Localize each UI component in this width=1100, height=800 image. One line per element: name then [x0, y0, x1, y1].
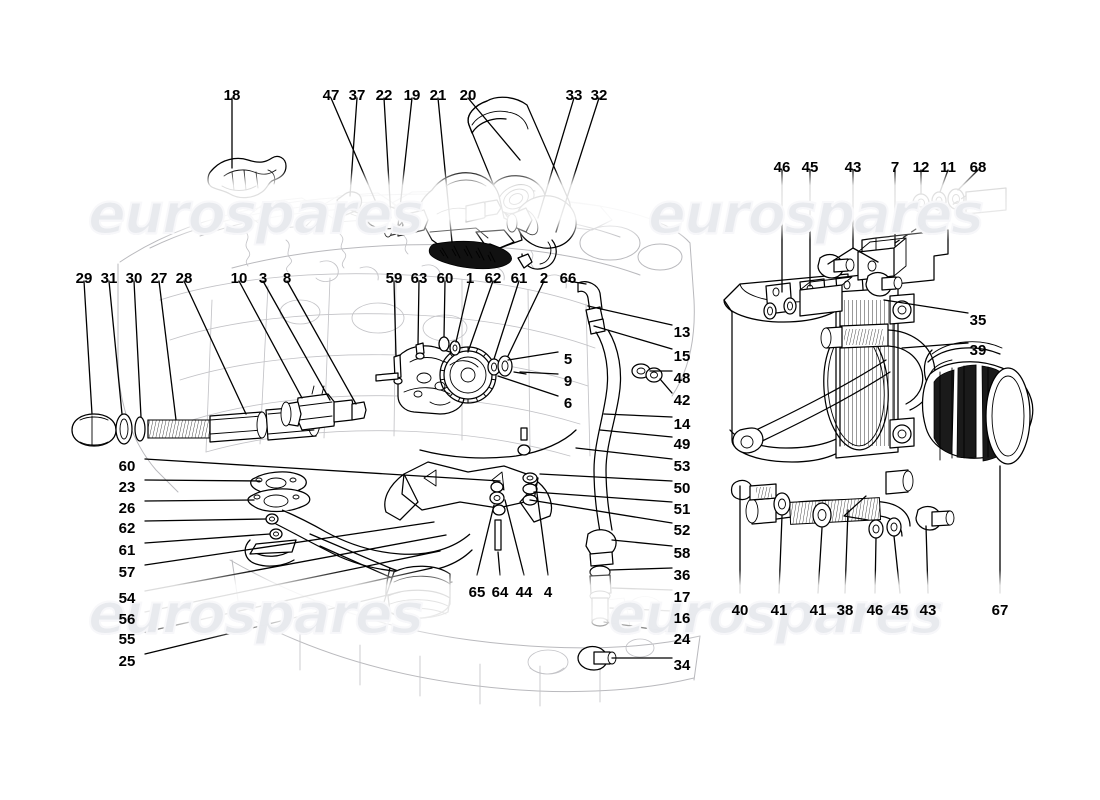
callout-number: 25 [118, 653, 136, 670]
oil-pump-assembly [375, 336, 527, 415]
callout-number: 49 [673, 436, 691, 453]
callout-number: 18 [223, 87, 241, 104]
callout-number: 9 [563, 373, 573, 390]
part-34-sensor [577, 645, 617, 671]
callout-number: 38 [836, 602, 854, 619]
callout-number: 19 [403, 87, 421, 104]
callout-number: 23 [118, 479, 136, 496]
callout-number: 46 [773, 159, 791, 176]
callout-number: 31 [100, 270, 118, 287]
callout-number: 15 [673, 348, 691, 365]
callout-number: 34 [673, 657, 691, 674]
callout-number: 66 [559, 270, 577, 287]
callout-number: 42 [673, 392, 691, 409]
callout-number: 17 [673, 589, 691, 606]
callout-number: 27 [150, 270, 168, 287]
callout-number: 16 [673, 610, 691, 627]
callout-number: 2 [539, 270, 549, 287]
callout-number: 43 [844, 159, 862, 176]
callout-number: 57 [118, 564, 136, 581]
callout-number: 11 [940, 159, 956, 176]
bracket-assembly [799, 229, 949, 317]
filter-housing-assembly [336, 172, 523, 270]
callout-number: 58 [673, 545, 691, 562]
callout-number: 6 [563, 395, 573, 412]
callout-number: 7 [890, 159, 900, 176]
callout-number: 36 [673, 567, 691, 584]
callout-number: 54 [118, 590, 136, 607]
callout-number: 61 [118, 542, 136, 559]
callout-number: 52 [673, 522, 691, 539]
callout-number: 68 [969, 159, 987, 176]
callout-number: 37 [348, 87, 366, 104]
callout-number: 14 [673, 416, 691, 433]
callout-number: 56 [118, 611, 136, 628]
callout-number: 64 [491, 584, 509, 601]
part-67-flexible-duct [921, 341, 1034, 465]
callout-number: 60 [436, 270, 454, 287]
callout-number: 63 [410, 270, 428, 287]
part-18-sender [207, 155, 287, 199]
callout-number: 62 [484, 270, 502, 287]
callout-number: 61 [510, 270, 528, 287]
callout-number: 1 [465, 270, 475, 287]
callout-number: 44 [515, 584, 533, 601]
callout-number: 55 [118, 631, 136, 648]
callout-number: 51 [673, 501, 691, 518]
callout-number: 40 [731, 602, 749, 619]
callout-number: 45 [891, 602, 909, 619]
callout-number: 50 [673, 480, 691, 497]
callout-number: 29 [75, 270, 93, 287]
callout-number: 32 [590, 87, 608, 104]
callout-number: 21 [429, 87, 447, 104]
callout-number: 30 [125, 270, 143, 287]
cooler-hoses [730, 323, 955, 539]
callout-number: 53 [673, 458, 691, 475]
callout-number: 13 [673, 324, 691, 341]
callout-number: 43 [919, 602, 937, 619]
callout-number: 28 [175, 270, 193, 287]
callout-number: 33 [565, 87, 583, 104]
ghost-engine-block [117, 190, 701, 707]
callout-number: 24 [673, 631, 691, 648]
callout-number: 20 [459, 87, 477, 104]
callout-number: 60 [118, 458, 136, 475]
pressure-relief-valve [280, 385, 367, 431]
callout-number: 46 [866, 602, 884, 619]
callout-number: 3 [258, 270, 268, 287]
callout-number: 47 [322, 87, 340, 104]
callout-number: 26 [118, 500, 136, 517]
callout-number: 39 [969, 342, 987, 359]
callout-number: 4 [543, 584, 553, 601]
callout-number: 59 [385, 270, 403, 287]
callout-number: 65 [468, 584, 486, 601]
callout-number: 22 [375, 87, 393, 104]
callout-number: 12 [912, 159, 930, 176]
callout-number: 41 [770, 602, 788, 619]
callout-number: 45 [801, 159, 819, 176]
callout-number: 62 [118, 520, 136, 537]
callout-number: 41 [809, 602, 827, 619]
callout-number: 67 [991, 602, 1009, 619]
callout-number: 10 [230, 270, 248, 287]
callout-number: 35 [969, 312, 987, 329]
callout-number: 5 [563, 351, 573, 368]
callout-number: 8 [282, 270, 292, 287]
callout-number: 48 [673, 370, 691, 387]
